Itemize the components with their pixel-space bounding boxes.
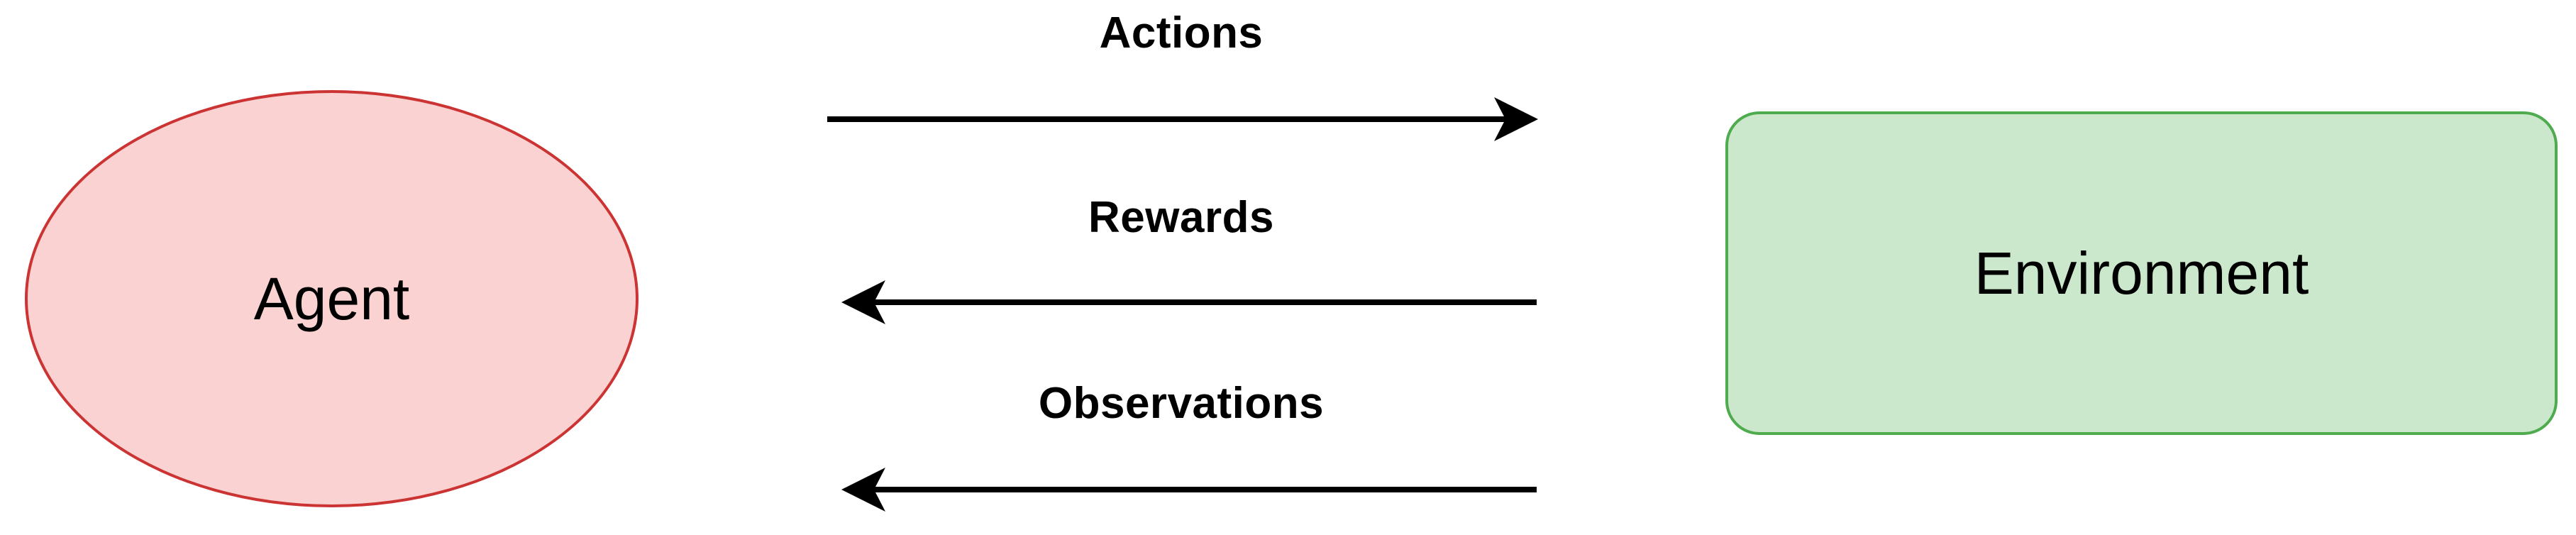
actions-arrow — [827, 97, 1538, 141]
flow-label-observations: Observations — [1038, 379, 1325, 428]
agent-node-label: Agent — [253, 265, 410, 332]
flow-label-actions: Actions — [1099, 9, 1264, 57]
rewards-arrow — [841, 280, 1537, 324]
observations-arrow — [841, 468, 1537, 512]
environment-node[interactable]: Environment — [1725, 111, 2558, 435]
flow-label-rewards: Rewards — [1088, 193, 1274, 242]
agent-node[interactable]: Agent — [25, 90, 639, 507]
environment-node-label: Environment — [1974, 240, 2309, 307]
